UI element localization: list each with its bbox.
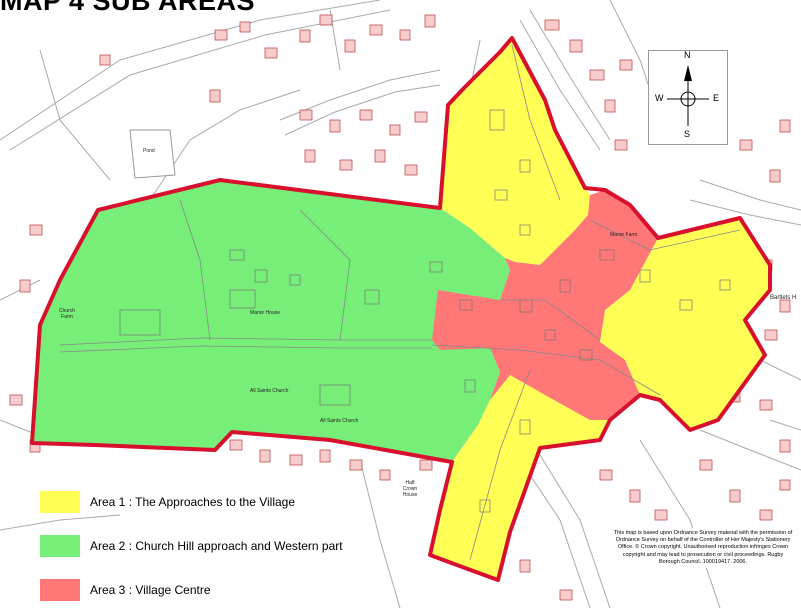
compass-n: N	[684, 50, 691, 60]
compass-w: W	[655, 93, 664, 103]
area-lanes	[59, 44, 741, 561]
pond-outline	[129, 129, 176, 179]
label-half-crown: Half Crown House	[402, 480, 418, 498]
legend-swatch-area-1	[40, 491, 80, 513]
label-all-saints-church-1: All Saints Church	[250, 388, 289, 394]
legend-label-area-3: Area 3 : Village Centre	[90, 583, 211, 597]
label-bartletts: Bartlets H	[770, 295, 797, 301]
legend-item-area-2: Area 2 : Church Hill approach and Wester…	[40, 534, 400, 558]
area-1-north-region	[440, 38, 590, 265]
legend-item-area-3: Area 3 : Village Centre	[40, 578, 400, 602]
study-area-boundary	[30, 36, 772, 582]
area-3-region	[432, 190, 658, 420]
compass-rose: N S W E	[648, 50, 728, 145]
legend-label-area-2: Area 2 : Church Hill approach and Wester…	[90, 539, 343, 553]
area-1-east-region	[600, 218, 770, 430]
legend-swatch-area-3	[40, 579, 80, 601]
label-manor-farm: Manor Farm	[610, 232, 638, 238]
legend-swatch-area-2	[40, 535, 80, 557]
area-1-south-region	[430, 375, 610, 580]
label-pond: Pond	[143, 148, 155, 154]
legend-item-area-1: Area 1 : The Approaches to the Village	[40, 490, 400, 514]
label-all-saints-church-2: All Saints Church	[320, 418, 359, 424]
map-title: MAP 4 SUB AREAS	[0, 0, 256, 16]
copyright-notice: This map is based upon Ordnance Survey m…	[610, 528, 796, 569]
label-church-farm: Church Farm	[58, 308, 76, 320]
compass-icon	[667, 65, 709, 126]
compass-s: S	[684, 129, 691, 139]
compass-e: E	[713, 93, 720, 103]
area-2-region	[32, 180, 510, 462]
legend-label-area-1: Area 1 : The Approaches to the Village	[90, 495, 296, 509]
area-buildings	[119, 109, 731, 513]
label-manor-house: Manor House	[250, 310, 281, 316]
